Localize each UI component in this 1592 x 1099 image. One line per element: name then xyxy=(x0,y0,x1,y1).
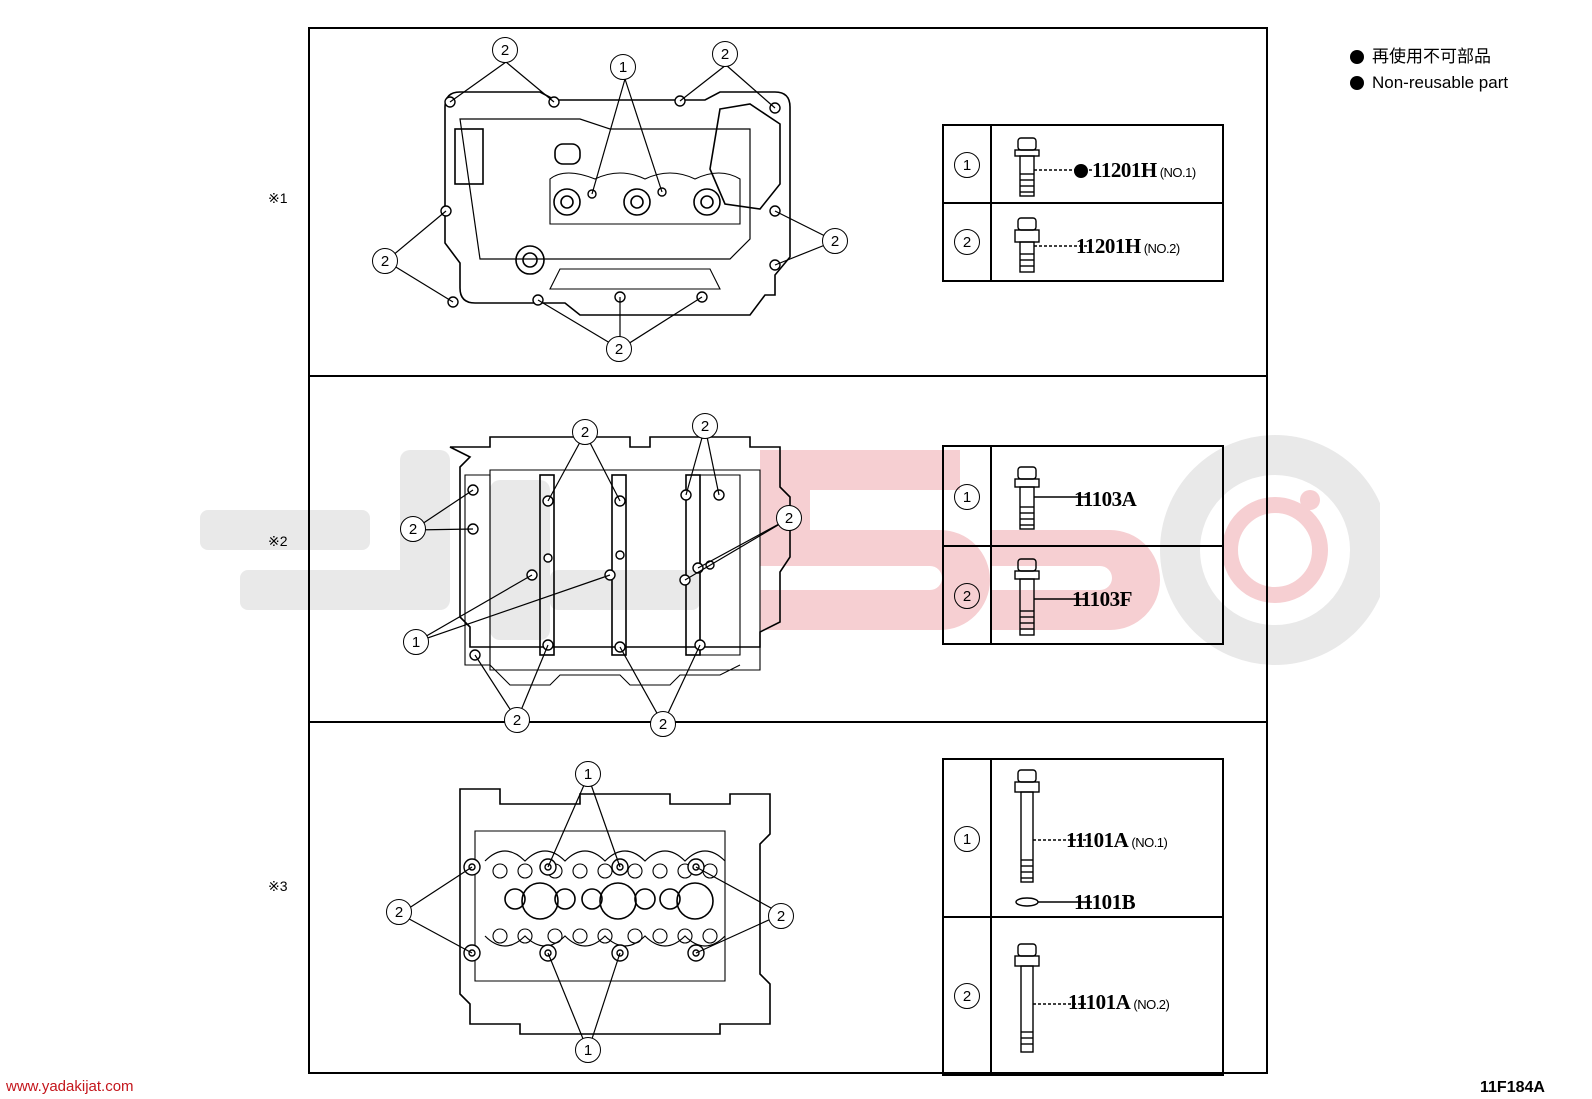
parts-table-3: 1 11101A (NO.1) 11101B 2 xyxy=(942,758,1224,1076)
section-marker-3: ※3 xyxy=(268,878,288,894)
section-1: 2 2 1 2 2 2 1 11201H (NO.1) 2 xyxy=(310,29,1266,377)
section-3: 1 2 2 1 1 11101A (NO.1) 11101B xyxy=(310,721,1266,1076)
callout-1: 1 xyxy=(575,1037,601,1063)
bolt-icon xyxy=(1014,558,1086,636)
part-row: 1 11103A xyxy=(944,447,1222,547)
part-note: (NO.1) xyxy=(1131,835,1168,850)
part-note: (NO.2) xyxy=(1133,997,1170,1012)
non-reusable-dot-icon xyxy=(1074,163,1088,178)
callout-2: 2 xyxy=(692,413,718,439)
callout-2: 2 xyxy=(776,505,802,531)
bolt-icon xyxy=(1014,466,1088,530)
callout-2: 2 xyxy=(504,707,530,733)
diagram-frame: 2 2 1 2 2 2 1 11201H (NO.1) 2 xyxy=(308,27,1268,1076)
part-code-text: 11201H xyxy=(1092,158,1157,182)
website-link[interactable]: www.yadakijat.com xyxy=(6,1078,134,1095)
callout-2: 2 xyxy=(572,419,598,445)
callout-1: 1 xyxy=(403,629,429,655)
part-code-washer: 11101B xyxy=(1074,890,1136,915)
callout-2: 2 xyxy=(822,228,848,254)
part-number-circle: 1 xyxy=(954,826,980,852)
callout-2: 2 xyxy=(650,711,676,737)
legend-text-en: Non-reusable part xyxy=(1372,73,1509,92)
callout-2: 2 xyxy=(712,41,738,67)
part-number-circle: 2 xyxy=(954,983,980,1009)
part-code-text: 11103F xyxy=(1072,587,1133,611)
section-2: 2 2 2 2 1 2 2 1 11103A 2 xyxy=(310,375,1266,737)
legend: 再使用不可部品 Non-reusable part xyxy=(1350,44,1508,96)
section-marker-2: ※2 xyxy=(268,533,288,549)
callout-2: 2 xyxy=(768,903,794,929)
callout-1: 1 xyxy=(575,761,601,787)
part-row: 2 11103F xyxy=(944,547,1222,643)
part-code: 11101A (NO.1) xyxy=(1066,828,1168,853)
part-code: 11103F xyxy=(1072,587,1133,612)
part-code-text: 11201H xyxy=(1076,234,1141,258)
part-number-circle: 1 xyxy=(954,484,980,510)
part-code-text: 11101A xyxy=(1066,828,1129,852)
part-code: 11103A xyxy=(1074,487,1137,512)
callout-2: 2 xyxy=(400,516,426,542)
part-number-circle: 2 xyxy=(954,583,980,609)
bolt-icon xyxy=(1014,217,1092,273)
part-row: 2 11201H (NO.2) xyxy=(944,204,1222,280)
callout-2: 2 xyxy=(386,899,412,925)
part-code: 11201H (NO.2) xyxy=(1076,234,1180,259)
part-note: (NO.1) xyxy=(1159,165,1197,180)
part-number-circle: 2 xyxy=(954,229,980,255)
head-cover-drawing xyxy=(385,61,836,350)
cylinder-head-drawing xyxy=(399,775,783,1052)
crankcase-drawing xyxy=(412,426,791,721)
part-row: 2 11101A (NO.2) xyxy=(944,918,1222,1074)
callout-2: 2 xyxy=(492,37,518,63)
section-marker-1: ※1 xyxy=(268,190,288,206)
non-reusable-dot-icon xyxy=(1350,76,1364,90)
part-code: 11201H (NO.1) xyxy=(1074,158,1196,183)
part-note: (NO.2) xyxy=(1143,241,1181,256)
callout-2: 2 xyxy=(372,248,398,274)
part-row: 1 11201H (NO.1) xyxy=(944,126,1222,204)
part-number-circle: 1 xyxy=(954,152,980,178)
legend-item-en: Non-reusable part xyxy=(1350,70,1508,96)
part-code: 11101A (NO.2) xyxy=(1068,990,1170,1015)
parts-table-2: 1 11103A 2 11103F xyxy=(942,445,1224,645)
part-row: 1 11101A (NO.1) 11101B xyxy=(944,760,1222,918)
legend-text-ja: 再使用不可部品 xyxy=(1372,47,1491,66)
legend-item-ja: 再使用不可部品 xyxy=(1350,44,1508,70)
bolt-icon xyxy=(1014,943,1088,1053)
part-code-text: 11101A xyxy=(1068,990,1131,1014)
parts-table-1: 1 11201H (NO.1) 2 xyxy=(942,124,1224,282)
callout-2: 2 xyxy=(606,336,632,362)
part-code-text: 11103A xyxy=(1074,487,1137,511)
figure-id: 11F184A xyxy=(1480,1079,1545,1096)
callout-1: 1 xyxy=(610,54,636,80)
bolt-icon xyxy=(1014,137,1092,197)
non-reusable-dot-icon xyxy=(1350,50,1364,64)
bolt-icon xyxy=(1014,769,1092,907)
part-code-text: 11101B xyxy=(1074,890,1136,914)
